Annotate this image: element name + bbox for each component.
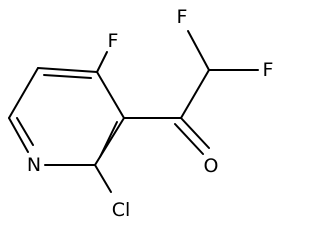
- atom-labels: F F F O N Cl: [27, 6, 274, 221]
- bond-c5-c6: [8, 67, 39, 119]
- bond-c6-n1-inner: [16, 117, 34, 146]
- atom-label-difluoromethyl-fluorine-b: F: [263, 59, 274, 81]
- bond-carbonyl-o: [180, 117, 210, 149]
- bond-c2-c3: [94, 117, 125, 166]
- atom-label-difluoromethyl-fluorine-a: F: [177, 6, 188, 28]
- bond-carbonyl-o-inner: [174, 123, 204, 155]
- atom-label-ring-fluorine: F: [108, 30, 119, 52]
- bond-c4-c5: [37, 67, 98, 73]
- bond-c2-c3-inner: [99, 121, 118, 158]
- bond-c3-c4: [96, 71, 125, 119]
- bond-c6-n1: [8, 117, 29, 153]
- bond-chf2-f-left: [187, 30, 210, 71]
- atom-label-ring-nitrogen: N: [27, 154, 41, 176]
- atom-label-carbonyl-oxygen: O: [204, 155, 219, 177]
- atom-label-chlorine: Cl: [112, 199, 131, 221]
- bond-carbonyl-chf2: [180, 69, 210, 119]
- bond-c4-f: [96, 51, 108, 73]
- bond-c4-c5-inner: [43, 74, 92, 79]
- bonds: [8, 30, 259, 193]
- molecule-diagram: F F F O N Cl: [8, 6, 274, 221]
- bond-c2-cl: [94, 164, 112, 193]
